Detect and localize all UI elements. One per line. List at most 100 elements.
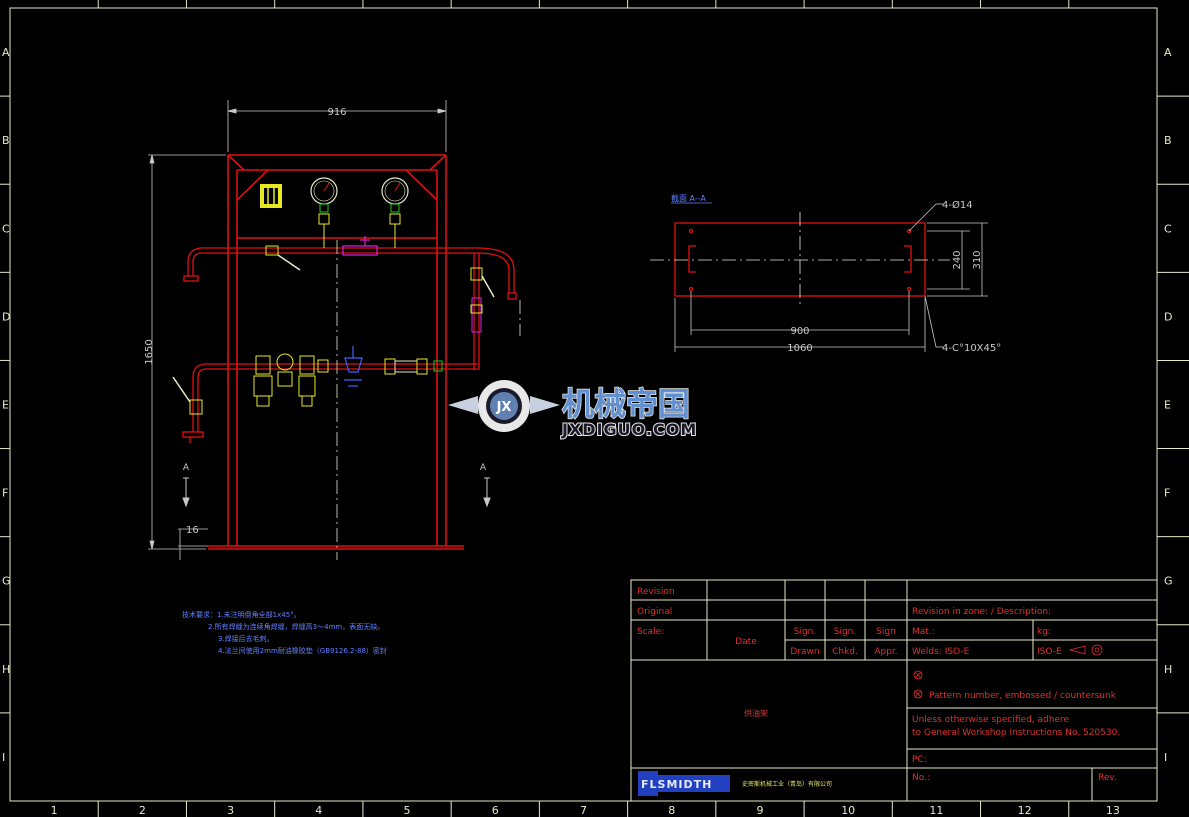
row-marker-right: C <box>1164 222 1172 235</box>
column-marker: 1 <box>51 804 58 817</box>
row-marker-right: D <box>1164 310 1172 323</box>
watermark-logo-letters: JX <box>496 400 512 415</box>
svg-text:4.法兰间使用2mm耐油橡胶垫（GB9126.2-88）密封: 4.法兰间使用2mm耐油橡胶垫（GB9126.2-88）密封 <box>218 646 387 655</box>
pressure-gauge-left <box>310 177 338 248</box>
tb-iso: ISO-E <box>1037 647 1062 657</box>
tb-revision-zone: Revision in zone: / Description: <box>912 607 1051 617</box>
tb-original: Original <box>637 607 672 617</box>
tb-no: No.: <box>912 773 930 783</box>
dim-height-label: 1650 <box>144 339 155 364</box>
svg-text:技术要求：1.未注明倒角全部1x45°。: 技术要求：1.未注明倒角全部1x45°。 <box>182 610 301 619</box>
strainer <box>384 358 443 375</box>
svg-text:3.焊接后去毛刺。: 3.焊接后去毛刺。 <box>218 634 274 643</box>
lower-pipe-line <box>182 363 478 443</box>
row-marker-left: E <box>2 399 9 412</box>
column-marker: 6 <box>492 804 499 817</box>
row-marker-left: H <box>2 663 10 676</box>
row-marker-left: B <box>2 134 10 147</box>
dim-width-label: 916 <box>327 107 346 118</box>
tb-chkd: Chkd. <box>832 647 858 657</box>
tb-mat: Mat.: <box>912 627 935 637</box>
column-marker: 4 <box>315 804 322 817</box>
row-marker-right: I <box>1164 751 1167 764</box>
tb-sign1: Sign. <box>794 627 817 637</box>
technical-notes: 技术要求：1.未注明倒角全部1x45°。 2.所有焊缝为连续角焊缝，焊缝高3～4… <box>182 610 387 655</box>
drawing-border <box>9 7 1158 802</box>
row-marker-left: C <box>2 222 10 235</box>
frame-front-view <box>208 154 464 550</box>
centerlines-section <box>650 212 950 306</box>
tb-scale: Scale: <box>637 627 664 637</box>
tb-unless-1: Unless otherwise specified, adhere <box>912 715 1069 725</box>
title-block-grid <box>630 579 1158 802</box>
dim-1060-label: 1060 <box>787 343 812 354</box>
column-marker: 12 <box>1018 804 1032 817</box>
column-marker: 3 <box>227 804 234 817</box>
holes-label: 4-Ø14 <box>942 199 973 211</box>
watermark-chinese: 机械帝国 <box>562 385 690 423</box>
column-marker: 9 <box>756 804 763 817</box>
tb-sign3: Sign <box>876 627 896 637</box>
tb-sign2: Sign. <box>834 627 857 637</box>
section-arrow-left <box>182 477 190 508</box>
dim-900-label: 900 <box>790 326 809 337</box>
row-marker-right: B <box>1164 134 1172 147</box>
tb-revision: Revision <box>637 587 675 597</box>
row-marker-right: H <box>1164 663 1172 676</box>
dim-foot-label: 16 <box>186 525 199 536</box>
column-marker: 5 <box>404 804 411 817</box>
tb-kg: kg: <box>1037 627 1051 637</box>
watermark-logo: JX 机械帝国 JXDIGUO.COM <box>448 380 697 440</box>
row-marker-right: F <box>1164 487 1170 500</box>
company-subtitle: 史密斯机械工业（青岛）有限公司 <box>742 780 832 788</box>
tb-pc: PC: <box>912 755 927 765</box>
pressure-gauge-right <box>381 177 409 248</box>
tb-date: Date <box>735 637 757 647</box>
svg-text:2.所有焊缝为连续角焊缝，焊缝高3～4mm，表面无缺。: 2.所有焊缝为连续角焊缝，焊缝高3～4mm，表面无缺。 <box>208 622 384 631</box>
tb-unless-2: to General Workshop Instructions No. 520… <box>912 728 1120 738</box>
dimension-lines-section <box>674 203 988 352</box>
ball-valve-upper-left <box>265 245 301 271</box>
row-marker-left: D <box>2 310 10 323</box>
tb-welds: Welds: ISO-E <box>912 647 970 657</box>
ball-valve-lower-left <box>172 376 203 415</box>
column-marker: 2 <box>139 804 146 817</box>
magenta-fitting <box>342 236 378 256</box>
ball-valve-upper-right <box>470 267 495 333</box>
chamfer-label: 4-C°10X45° <box>942 343 1001 354</box>
row-marker-left: A <box>2 46 10 59</box>
warning-sign-icon <box>260 184 282 208</box>
blue-valve <box>344 346 363 387</box>
filter-regulator-assembly <box>253 353 329 407</box>
row-marker-right: E <box>1164 399 1171 412</box>
company-logo: FLSMIDTH <box>638 771 730 796</box>
tb-pattern: Pattern number, embossed / countersunk <box>929 691 1117 701</box>
upper-pipe-line <box>183 247 517 370</box>
column-marker: 11 <box>929 804 943 817</box>
tb-rev: Rev. <box>1098 773 1117 783</box>
company-logo-text: FLSMIDTH <box>641 778 712 791</box>
pattern-marker-icon <box>913 670 923 699</box>
dimension-lines-front <box>148 100 447 560</box>
dim-240-label: 240 <box>952 250 963 269</box>
tb-appr: Appr. <box>874 647 897 657</box>
watermark-url: JXDIGUO.COM <box>561 420 697 439</box>
tb-drawn: Drawn <box>790 647 819 657</box>
dim-310-label: 310 <box>972 250 983 269</box>
section-label-left: A <box>183 463 190 473</box>
section-label-right: A <box>480 463 487 473</box>
row-marker-right: A <box>1164 46 1172 59</box>
centerlines-front <box>336 240 521 560</box>
projection-symbol-icon <box>1068 644 1103 656</box>
column-marker: 13 <box>1106 804 1120 817</box>
column-marker: 10 <box>841 804 855 817</box>
column-marker: 8 <box>668 804 675 817</box>
drawing-name: 供油架 <box>744 708 768 718</box>
row-marker-right: G <box>1164 575 1173 588</box>
section-arrow-right <box>483 477 491 508</box>
row-marker-left: F <box>2 487 8 500</box>
row-marker-left: G <box>2 575 11 588</box>
